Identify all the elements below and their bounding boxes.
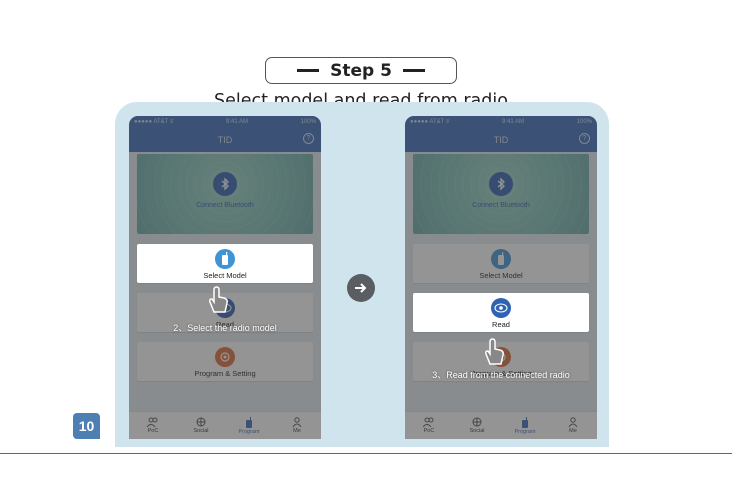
program-setting-card[interactable]: Program & Setting — [137, 342, 313, 381]
status-time: 9:41 AM — [502, 118, 525, 125]
status-bar: ●●●●● AT&T ≡ 9:41 AM 100% — [129, 116, 321, 127]
connect-bluetooth-card[interactable]: Connect Bluetooth — [137, 154, 313, 234]
hint-read-connected-radio: 3、Read from the connected radio — [432, 370, 570, 380]
tab-me-label: Me — [293, 428, 301, 434]
me-icon — [568, 417, 578, 427]
tab-social[interactable]: Social — [457, 417, 497, 434]
tab-me-label: Me — [569, 428, 577, 434]
page-number-badge: 10 — [73, 413, 100, 439]
step-label: Step 5 — [330, 60, 392, 81]
tab-bar: PoC Social Program Me — [405, 411, 597, 439]
help-icon[interactable]: ? — [579, 133, 590, 144]
bluetooth-icon — [489, 172, 513, 196]
select-model-label: Select Model — [479, 271, 523, 280]
read-eye-icon — [491, 298, 511, 318]
tab-program-label: Program — [514, 428, 536, 435]
connect-bluetooth-label: Connect Bluetooth — [196, 202, 254, 209]
app-title: TID — [217, 134, 233, 145]
connect-bluetooth-label: Connect Bluetooth — [472, 202, 530, 209]
program-radio-icon — [522, 416, 528, 428]
tab-me[interactable]: Me — [277, 417, 317, 434]
social-icon — [472, 417, 482, 427]
hint-select-radio-model: 2、Select the radio model — [173, 323, 277, 333]
nav-bar: TID ? — [405, 127, 597, 152]
program-setting-icon — [215, 347, 235, 367]
radio-model-icon — [215, 249, 235, 269]
highlighted-select-model-card[interactable]: Select Model — [137, 244, 313, 283]
dash-right — [402, 69, 425, 72]
battery-text: 100% — [300, 118, 316, 125]
carrier-text: ●●●●● AT&T ≡ — [410, 118, 450, 125]
tab-bar: PoC Social Program Me — [129, 411, 321, 439]
poc-icon — [147, 417, 158, 427]
status-bar: ●●●●● AT&T ≡ 9:41 AM 100% — [405, 116, 597, 127]
tab-social-label: Social — [469, 428, 485, 434]
highlighted-read-card[interactable]: Read — [413, 293, 589, 332]
read-label: Read — [492, 320, 510, 329]
status-time: 9:41 AM — [226, 118, 249, 125]
phone-screen-right: ●●●●● AT&T ≡ 9:41 AM 100% TID ? Connect … — [405, 116, 597, 439]
help-icon[interactable]: ? — [303, 133, 314, 144]
dash-left — [297, 69, 320, 72]
select-model-label: Select Model — [203, 271, 247, 280]
step-title-box: Step 5 — [265, 57, 457, 84]
bottom-divider — [0, 453, 732, 454]
tab-me[interactable]: Me — [553, 417, 593, 434]
tab-social-label: Social — [193, 428, 209, 434]
tap-hand-icon — [209, 286, 228, 313]
tab-program-label: Program — [238, 428, 260, 435]
tap-hand-icon — [485, 338, 504, 365]
program-radio-icon — [246, 416, 252, 428]
select-model-card[interactable]: Select Model — [413, 244, 589, 283]
tab-poc-label: PoC — [423, 428, 435, 434]
tab-social[interactable]: Social — [181, 417, 221, 434]
connect-bluetooth-card[interactable]: Connect Bluetooth — [413, 154, 589, 234]
next-arrow-icon — [347, 274, 375, 302]
social-icon — [196, 417, 206, 427]
tab-program[interactable]: Program — [505, 416, 545, 435]
tab-poc-label: PoC — [147, 428, 159, 434]
tab-program[interactable]: Program — [229, 416, 269, 435]
poc-icon — [423, 417, 434, 427]
battery-text: 100% — [576, 118, 592, 125]
bluetooth-icon — [213, 172, 237, 196]
radio-model-icon — [491, 249, 511, 269]
phone-screen-left: ●●●●● AT&T ≡ 9:41 AM 100% TID ? Connect … — [129, 116, 321, 439]
tab-poc[interactable]: PoC — [133, 417, 173, 434]
me-icon — [292, 417, 302, 427]
nav-bar: TID ? — [129, 127, 321, 152]
app-title: TID — [493, 134, 509, 145]
carrier-text: ●●●●● AT&T ≡ — [134, 118, 174, 125]
tab-poc[interactable]: PoC — [409, 417, 449, 434]
program-setting-label: Program & Setting — [194, 369, 256, 378]
